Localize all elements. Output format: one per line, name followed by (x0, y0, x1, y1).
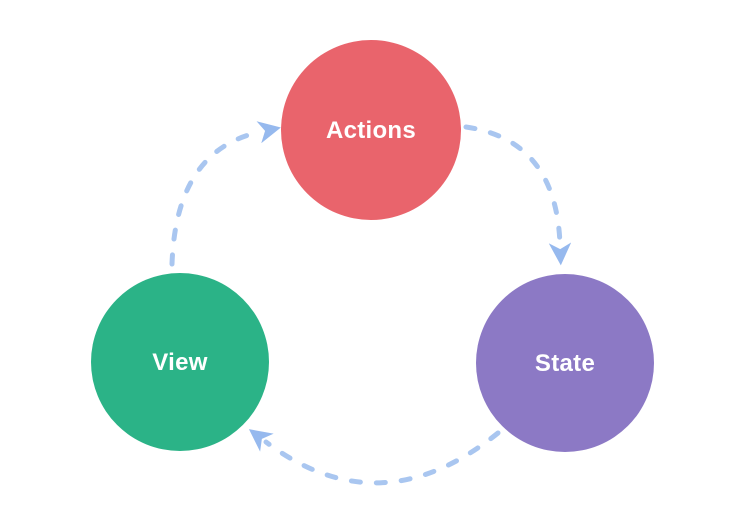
actions-label: Actions (326, 117, 416, 144)
state-label: State (535, 350, 595, 377)
actions-circle (281, 40, 461, 220)
view-circle (91, 273, 269, 451)
state-circle (476, 274, 654, 452)
node-actions: Actions (281, 40, 461, 220)
arrow-actions-to-state (463, 124, 572, 266)
view-label: View (152, 349, 207, 376)
node-view: View (91, 273, 269, 451)
arrow-view-to-actions (169, 121, 281, 267)
node-state: State (476, 274, 654, 452)
arrow-state-to-view (248, 429, 501, 486)
